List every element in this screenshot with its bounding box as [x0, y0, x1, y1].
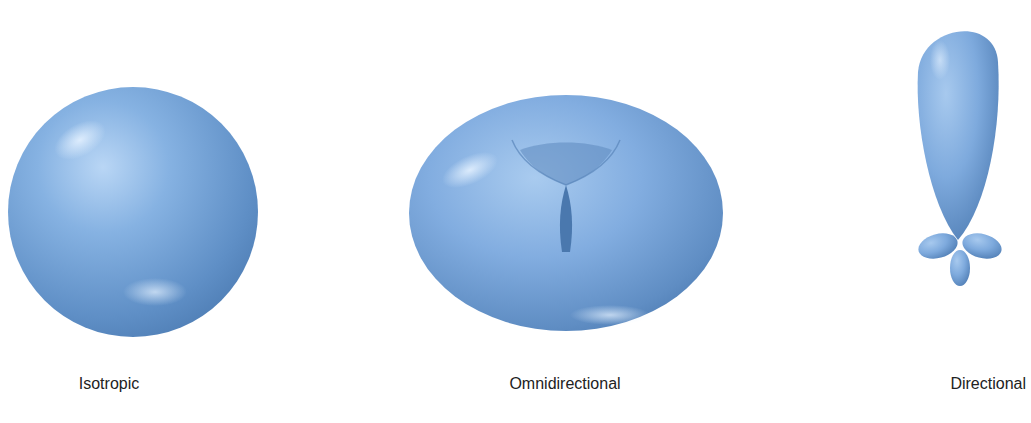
directional-lobes — [916, 31, 1005, 286]
omnidirectional-torus — [409, 95, 723, 331]
pattern-label: Isotropic — [79, 374, 139, 393]
isotropic-sphere — [8, 87, 258, 337]
pattern-label: Omnidirectional — [509, 374, 620, 393]
pattern-label: Directional — [950, 374, 1026, 393]
